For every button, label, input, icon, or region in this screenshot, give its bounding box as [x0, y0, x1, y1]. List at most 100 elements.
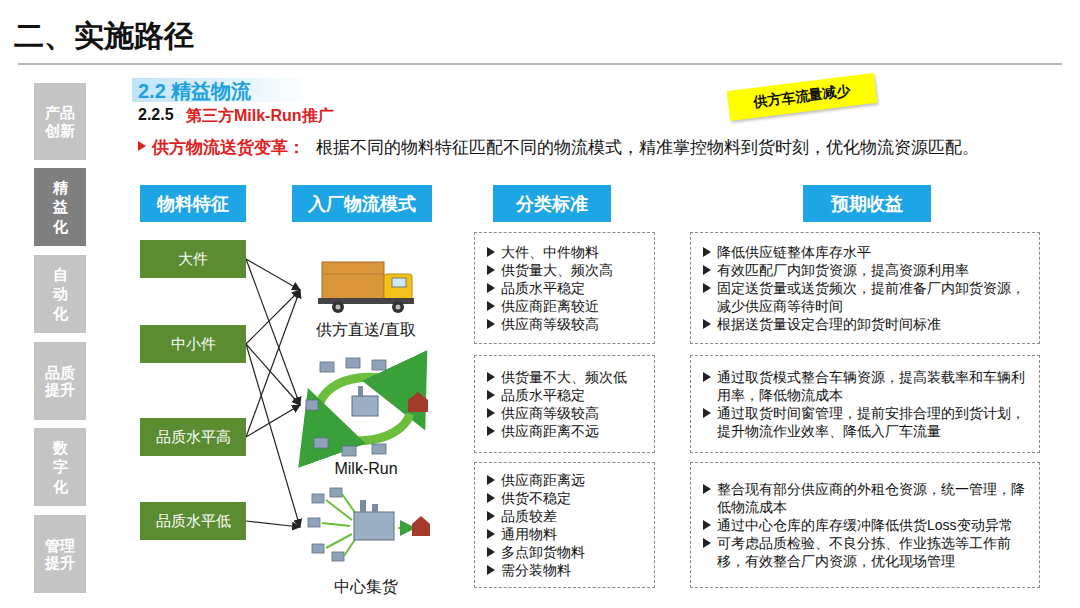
node-text: 品质水平低 — [156, 512, 231, 531]
node-text: 供应商距离较近 — [485, 297, 646, 315]
criteria-box: 大件、中件物料供货量大、频次高品质水平稳定供应商距离较近供应商等级较高 — [474, 232, 655, 344]
bullet-marker — [703, 283, 711, 293]
node-text: 自动化 — [53, 265, 68, 324]
truck-illustration — [318, 262, 414, 313]
feature-box: 中小件 — [140, 325, 246, 363]
node-text: 供货量大、频次高 — [485, 261, 646, 279]
bullet-marker — [487, 529, 495, 539]
bullet-marker — [487, 547, 495, 557]
node-text: 通过取货时间窗管理，提前安排合理的到货计划，提升物流作业效率、降低入厂车流量 — [701, 404, 1031, 440]
node-text: 通过中心仓库的库存缓冲降低供货Loss变动异常 — [701, 516, 1031, 534]
bullet-marker — [487, 408, 495, 418]
feature-box: 大件 — [140, 240, 246, 278]
connector-arrow — [246, 344, 300, 405]
column-header: 分类标准 — [493, 185, 611, 222]
node-text: 入厂物流模式 — [308, 192, 416, 216]
node-text: 供应商距离远 — [485, 471, 646, 489]
node-text: 固定送货量或送货频次，提前准备厂内卸货资源，减少供应商等待时间 — [701, 279, 1031, 315]
column-header: 预期收益 — [803, 185, 931, 222]
node-text: 降低供应链整体库存水平 — [701, 243, 1031, 261]
node-text: 供货量不大、频次低 — [485, 368, 646, 386]
lead-keyword: 供方物流送货变革： — [152, 136, 305, 159]
side-tab: 管理提升 — [34, 515, 86, 593]
node-text: 大件 — [178, 250, 208, 269]
node-text: 中心集货 — [334, 577, 398, 598]
bullet-marker — [138, 141, 146, 151]
node-text: 品质水平稳定 — [485, 386, 646, 404]
column-header: 入厂物流模式 — [292, 185, 432, 222]
page-title: 二、实施路径 — [14, 16, 194, 57]
node-text: 产品创新 — [45, 104, 75, 139]
bullet-marker — [487, 265, 495, 275]
connector-arrow — [246, 259, 300, 290]
node-text: 供应商等级较高 — [485, 404, 646, 422]
bullet-marker — [703, 538, 711, 548]
bullet-marker — [703, 520, 711, 530]
side-tab: 品质提升 — [34, 342, 86, 420]
criteria-box: 供应商距离远供货不稳定品质较差通用物料多点卸货物料需分装物料 — [474, 462, 655, 588]
criteria-box: 供货量不大、频次低品质水平稳定供应商等级较高供应商距离不远 — [474, 355, 655, 453]
node-text: 管理提升 — [45, 537, 75, 572]
bullet-marker — [487, 301, 495, 311]
side-tab-active: 精益化 — [34, 168, 86, 246]
column-header: 物料特征 — [140, 185, 246, 222]
bullet-marker — [703, 484, 711, 494]
lead-text: 根据不同的物料特征匹配不同的物流模式，精准掌控物料到货时刻，优化物流资源匹配。 — [316, 136, 979, 159]
central-hub-illustration — [308, 488, 430, 561]
node-text: 分类标准 — [516, 192, 588, 216]
feature-box: 品质水平高 — [140, 418, 246, 456]
node-text: 品质提升 — [45, 364, 75, 399]
subsection-title: 第三方Milk-Run推广 — [186, 106, 334, 127]
bullet-marker — [487, 426, 495, 436]
node-text: 中小件 — [171, 335, 216, 354]
bullet-marker — [487, 247, 495, 257]
section-heading: 2.2 精益物流 — [138, 78, 251, 105]
sticker-note: 供方车流量减少 — [727, 73, 878, 121]
node-text: 供方直送/直取 — [316, 320, 416, 341]
bullet-marker — [487, 390, 495, 400]
node-text: 大件、中件物料 — [485, 243, 646, 261]
connector-arrow — [246, 405, 300, 437]
side-tab: 数字化 — [34, 428, 86, 506]
node-text: 品质较差 — [485, 507, 646, 525]
node-text: 需分装物料 — [485, 561, 646, 579]
node-text: 品质水平稳定 — [485, 279, 646, 297]
node-text: 供货不稳定 — [485, 489, 646, 507]
logistics-mode: 供方直送/直取 — [300, 255, 432, 341]
bullet-marker — [703, 265, 711, 275]
feature-box: 品质水平低 — [140, 502, 246, 540]
bullet-marker — [487, 511, 495, 521]
subsection-number: 2.2.5 — [138, 106, 174, 124]
side-tab: 自动化 — [34, 255, 86, 333]
bullet-marker — [703, 408, 711, 418]
node-text: 有效匹配厂内卸货资源，提高资源利用率 — [701, 261, 1031, 279]
bullet-marker — [487, 493, 495, 503]
node-text: 数字化 — [53, 438, 68, 497]
node-text: 精益化 — [53, 178, 68, 237]
connector-arrow — [246, 290, 300, 344]
node-text: 供应商距离不远 — [485, 422, 646, 440]
bullet-marker — [487, 372, 495, 382]
node-text: Milk-Run — [334, 460, 397, 478]
node-text: 供应商等级较高 — [485, 315, 646, 333]
node-text: 通用物料 — [485, 525, 646, 543]
node-text: 可考虑品质检验、不良分拣、作业拣选等工作前移，有效整合厂内资源，优化现场管理 — [701, 534, 1031, 570]
node-text: 整合现有部分供应商的外租仓资源，统一管理，降低物流成本 — [701, 480, 1031, 516]
milk-run-illustration — [306, 358, 428, 456]
node-text: 供方车流量减少 — [752, 82, 851, 112]
bullet-marker — [487, 319, 495, 329]
connector-arrow — [246, 259, 300, 405]
connector-arrow — [246, 521, 300, 527]
node-text: 物料特征 — [157, 192, 229, 216]
logistics-mode: Milk-Run — [300, 355, 432, 478]
side-tab: 产品创新 — [34, 83, 86, 160]
bullet-marker — [487, 283, 495, 293]
benefit-box: 整合现有部分供应商的外租仓资源，统一管理，降低物流成本通过中心仓库的库存缓冲降低… — [690, 462, 1040, 588]
node-text: 品质水平高 — [156, 428, 231, 447]
bullet-marker — [703, 372, 711, 382]
bullet-marker — [703, 247, 711, 257]
bullet-marker — [487, 475, 495, 485]
bullet-marker — [487, 565, 495, 575]
bullet-marker — [703, 319, 711, 329]
